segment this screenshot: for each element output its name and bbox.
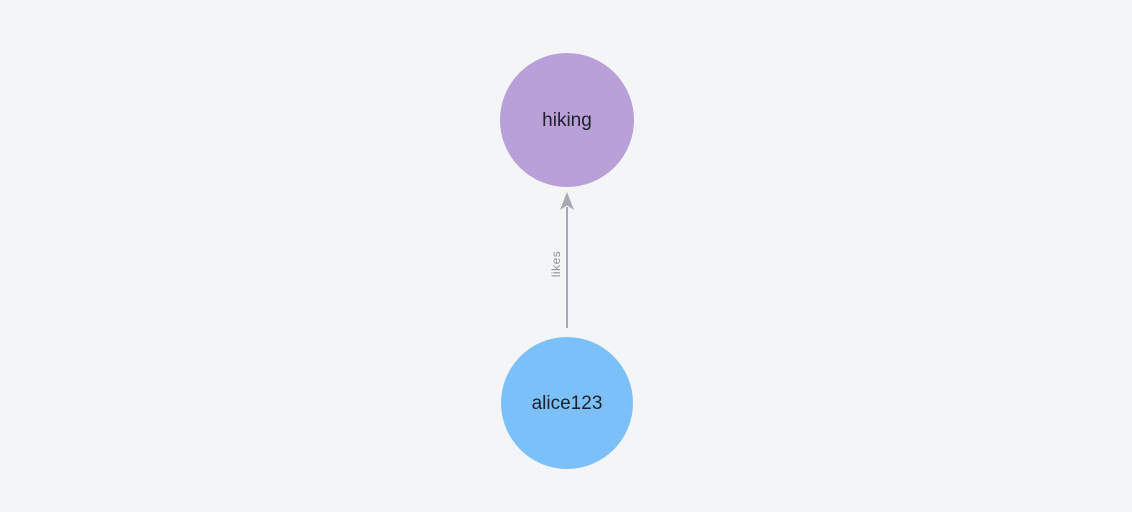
edge-line[interactable] xyxy=(566,207,568,328)
edge-label: likes xyxy=(549,250,563,278)
node-alice123[interactable]: alice123 xyxy=(501,337,633,469)
node-label: hiking xyxy=(542,109,592,131)
node-hiking[interactable]: hiking xyxy=(500,53,634,187)
node-label: alice123 xyxy=(531,392,603,414)
edge-arrowhead-icon xyxy=(560,192,574,210)
